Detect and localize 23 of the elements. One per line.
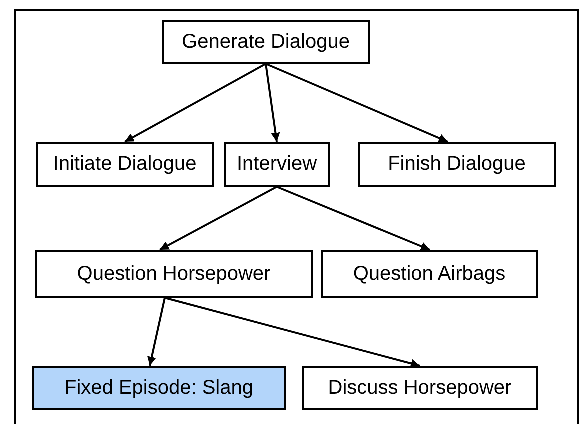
arrow xyxy=(276,186,430,251)
box-label: Generate Dialogue xyxy=(182,30,350,54)
process-box xyxy=(358,142,556,187)
arrow xyxy=(266,63,448,143)
process-box xyxy=(321,250,538,298)
box-label: Fixed Episode: Slang xyxy=(64,376,254,400)
process-box xyxy=(162,20,370,64)
process-box xyxy=(224,142,330,187)
box-label: Initiate Dialogue xyxy=(53,153,197,176)
process-box xyxy=(36,142,214,187)
arrow xyxy=(124,63,266,143)
arrow xyxy=(265,64,280,142)
box-label: Question Airbags xyxy=(353,262,506,286)
arrow xyxy=(164,297,420,368)
box-label: Discuss Horsepower xyxy=(328,376,512,400)
process-box xyxy=(32,366,286,410)
arrow xyxy=(160,186,278,251)
box-label: Finish Dialogue xyxy=(388,153,526,176)
arrow xyxy=(148,298,166,366)
box-label: Interview xyxy=(236,153,318,176)
process-box xyxy=(35,250,313,298)
process-box xyxy=(302,366,538,410)
box-label: Question Horsepower xyxy=(77,262,271,286)
